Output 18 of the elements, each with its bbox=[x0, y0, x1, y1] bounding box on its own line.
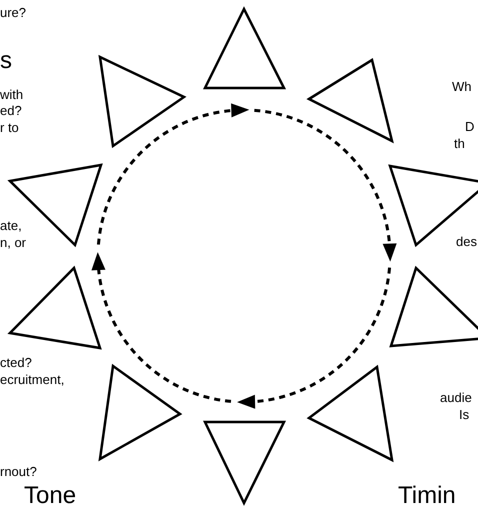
question-text: ed? bbox=[0, 103, 22, 119]
question-text: cted? bbox=[0, 355, 32, 371]
question-text: ecruitment, bbox=[0, 372, 64, 388]
question-text: r to bbox=[0, 120, 19, 136]
question-text: rnout? bbox=[0, 464, 37, 480]
question-text: D bbox=[465, 119, 474, 135]
heading-text: Timin bbox=[398, 482, 456, 507]
question-text: with bbox=[0, 87, 24, 103]
heading-text: Tone bbox=[24, 482, 76, 507]
heading-text: s bbox=[0, 47, 12, 74]
question-text: n, or bbox=[0, 235, 26, 251]
question-text: des bbox=[456, 234, 477, 250]
question-text: Is bbox=[459, 407, 470, 423]
question-text: Wh bbox=[452, 79, 472, 95]
question-text: ure? bbox=[0, 5, 26, 21]
question-text: audie bbox=[440, 390, 472, 406]
question-text: th bbox=[454, 136, 465, 152]
question-text: ate, bbox=[0, 218, 22, 234]
